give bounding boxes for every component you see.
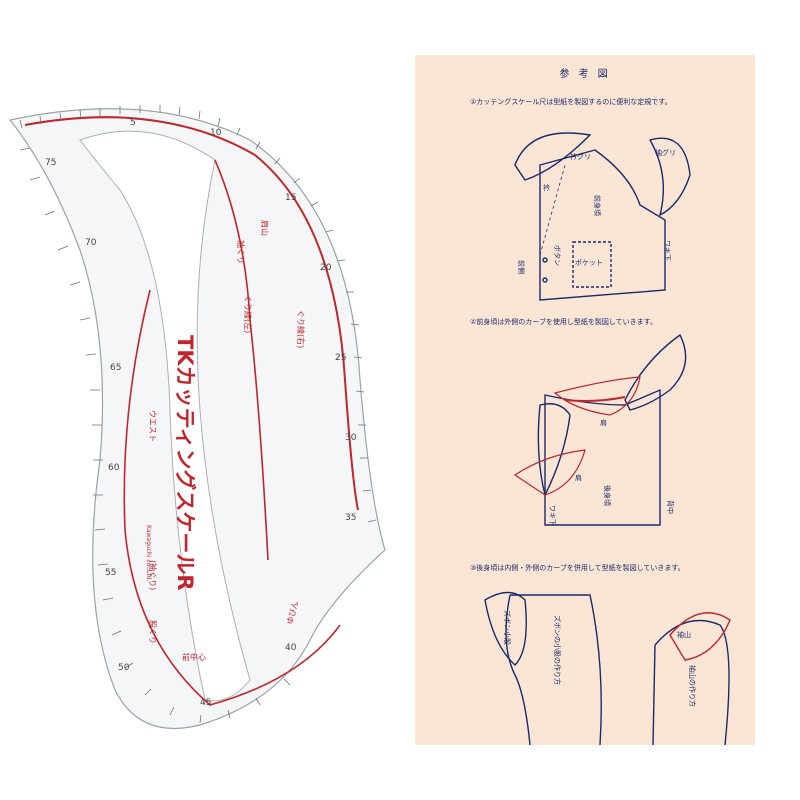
label-sodeguri: 袖ぐり [236,240,246,264]
label-guri-right: ぐり線(右) [296,310,306,348]
label-katayama: 肩山 [260,220,270,236]
red-labels: 肩山 袖ぐり ぐり線(左) ぐり線(右) ウエスト 前中心 股ぐり (袖ぐり) … [148,220,306,662]
label-senaka: 背中 [666,500,675,514]
diagram-2-back-bodice [537,333,687,526]
label-mataguri: 股ぐり [148,620,157,644]
label-maegawa: 前側 [517,260,526,274]
edge-ticks [19,105,377,724]
num-75: 75 [45,158,56,168]
diagram-3-sleeve [652,612,731,745]
step-2-text: ②前身頃は外側のカーブを使用し型紙を製図していきます。 [470,318,657,326]
label-ushiromigoro: 後身頃 [603,485,612,506]
guide-title: 参 考 図 [559,69,611,80]
instruction-sheet: 参 考 図 ①カッテングスケール尺は型紙を製図するのに便利な定規です。 ②前身頃… [415,55,755,745]
label-sodeyama-method: 袖山の作り方 [688,665,697,707]
diagram-2-curves [513,376,641,496]
label-sodeguri-2: (袖ぐり) [148,560,158,590]
outer-red-line [24,116,359,511]
diagram-2-labels: 肩 肩 後身頃 背中 ワキ下 [548,418,675,526]
num-65: 65 [110,363,121,373]
label-wakishita-2: ワキ下 [548,505,556,526]
label-sodeyama: 袖山 [677,630,691,639]
label-wakishita: ワキ下 [663,240,671,261]
label-pocket: ポケット [575,259,603,267]
num-45: 45 [200,698,211,708]
label-zubon-komata: ズボン小股 [503,610,512,645]
label-guri-left: ぐり線(左) [243,295,253,333]
num-20: 20 [320,263,332,273]
lower-red-line [123,289,341,706]
num-70: 70 [85,238,97,248]
diagram-1-front-bodice [514,132,691,301]
num-50: 50 [118,663,130,673]
diagram-3-labels: ズボン小股 ズボンの小股の作り方 袖山 袖山の作り方 [503,610,697,707]
label-maenaka: 前中心 [182,652,206,662]
step-3-text: ③後身頃は内側・外側のカーブを併用して型紙を製図していきます。 [470,564,685,572]
label-maemigoro: 前身頃 [593,195,602,216]
label-sodeguri: 袖グリ [655,148,676,157]
edge-numbers: 5 10 15 20 25 30 35 40 45 50 55 60 65 70… [45,118,357,708]
diagram-3-pants [484,591,602,745]
num-25: 25 [335,353,346,363]
step-1-text: ①カッテングスケール尺は型紙を製図するのに便利な定規です。 [470,98,672,106]
ruler-maker: Kawaguchi co.,Ltd. [145,525,152,582]
label-eriguri: 衿グリ [570,152,591,161]
num-60: 60 [108,463,120,473]
label-eri: 衿 [543,183,550,192]
label-zubon-method: ズボンの小股の作り方 [553,615,562,685]
num-35: 35 [345,513,356,523]
inner-red-line [214,159,269,561]
num-5: 5 [130,118,136,128]
num-10: 10 [210,128,222,138]
num-15: 15 [285,193,296,203]
label-button: ボタン [553,245,562,266]
label-kata: 肩 [600,418,607,427]
curved-ruler: 5 10 15 20 25 30 35 40 45 50 55 60 65 70… [0,80,400,730]
label-kata-2: 肩 [575,473,582,482]
ruler-title: TKカッティングスケールR [173,335,197,591]
num-55: 55 [105,568,116,578]
ruler-slot [79,130,251,702]
num-40: 40 [285,643,297,653]
diagram-1-labels: 衿グリ 衿 袖グリ 前身頃 ワキ下 前側 ボタン ポケット [517,148,676,274]
label-waist: ウエスト [148,410,157,442]
num-30: 30 [345,433,357,443]
